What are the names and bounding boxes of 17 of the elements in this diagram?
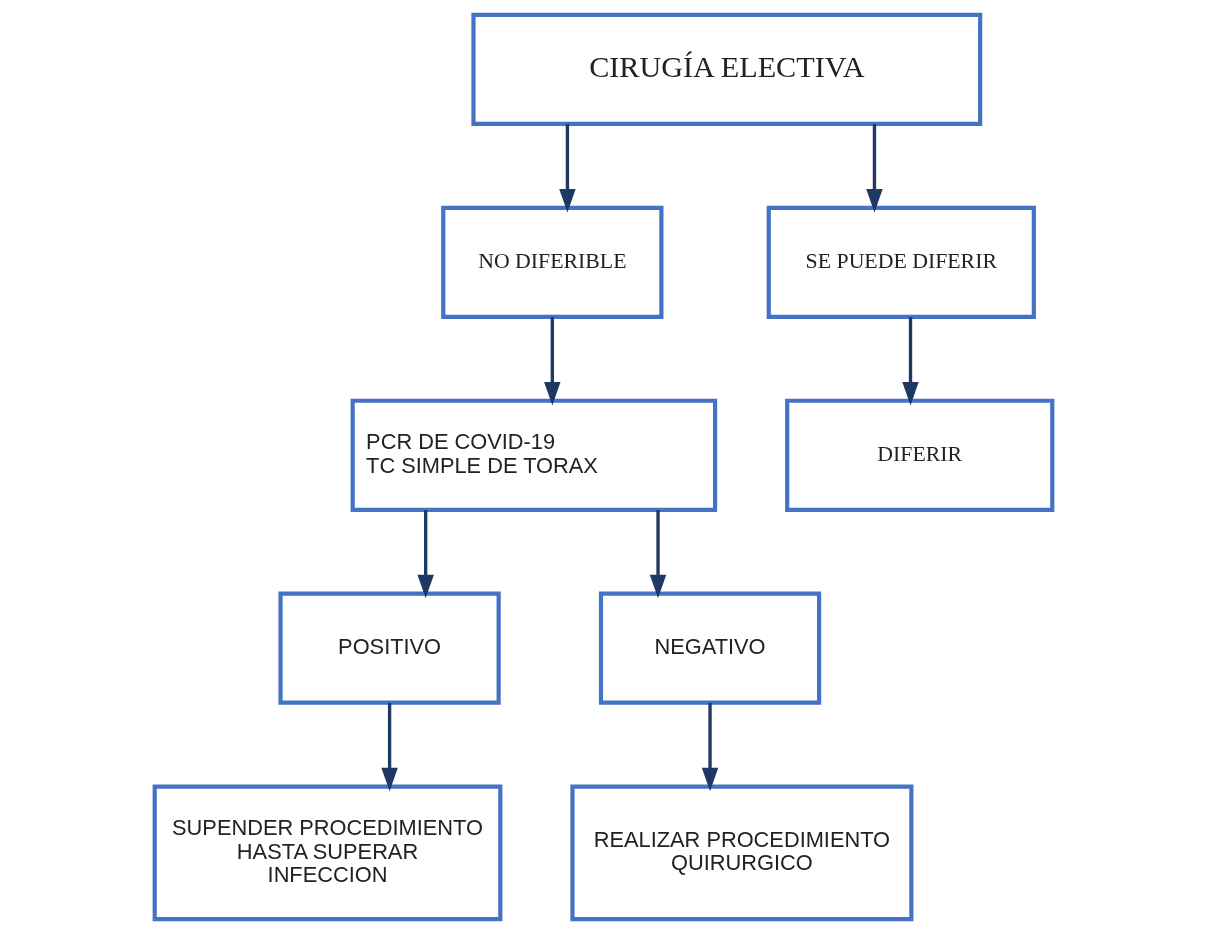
arrow bbox=[701, 703, 718, 792]
node-box: NEGATIVO bbox=[598, 591, 821, 705]
arrow bbox=[380, 703, 398, 792]
node-box: SUPENDER PROCEDIMIENTO HASTA SUPERAR INFECCION bbox=[152, 784, 502, 922]
node-box: CIRUGÍA ELECTIVA bbox=[470, 12, 982, 126]
arrow bbox=[649, 510, 666, 599]
arrow bbox=[901, 317, 919, 406]
node-box: NO DIFERIBLE bbox=[440, 205, 663, 319]
node-box: SE PUEDE DIFERIR bbox=[766, 205, 1036, 319]
arrow bbox=[416, 510, 434, 599]
arrow bbox=[543, 317, 561, 406]
node-box: REALIZAR PROCEDIMIENTO QUIRURGICO bbox=[569, 784, 913, 922]
node-box: POSITIVO bbox=[277, 591, 501, 705]
arrow bbox=[558, 124, 576, 213]
node-box: DIFERIR bbox=[784, 398, 1054, 512]
arrow bbox=[865, 124, 883, 213]
node-box: PCR DE COVID-19 TC SIMPLE DE TORAX bbox=[350, 398, 717, 512]
